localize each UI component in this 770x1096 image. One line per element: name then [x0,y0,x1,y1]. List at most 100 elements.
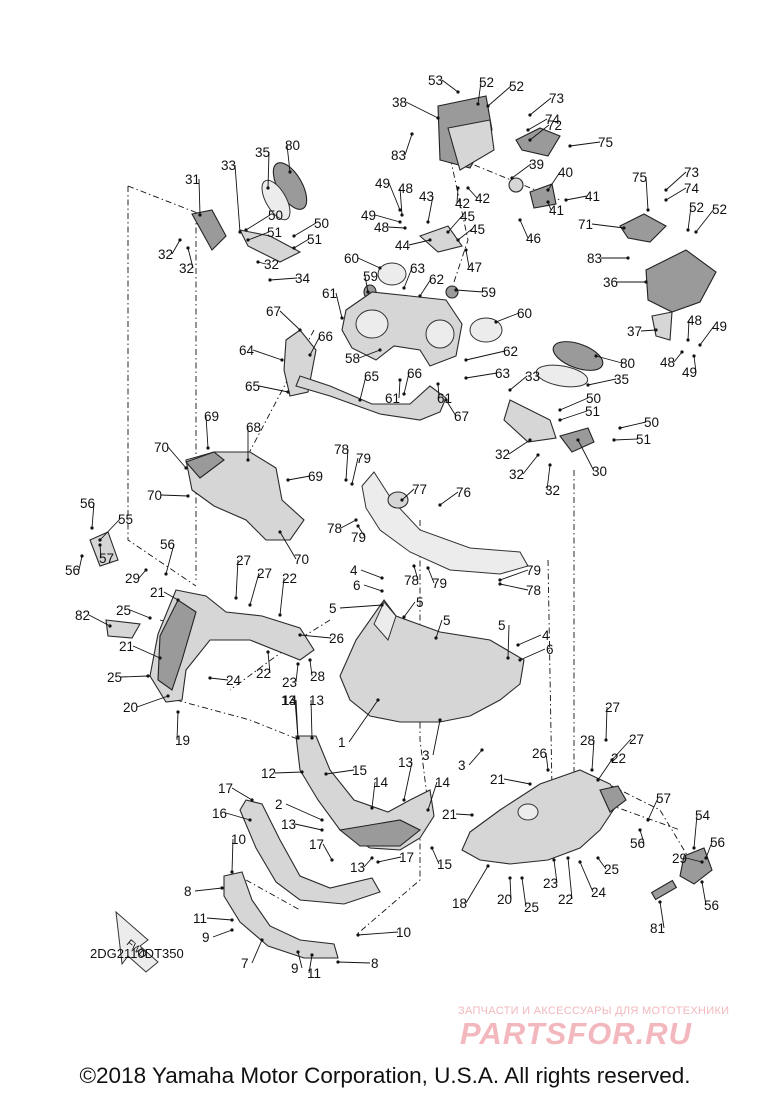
callout-anchor [308,658,312,662]
callout-anchor [310,953,314,957]
callout-37: 37 [627,324,642,339]
callout-23: 23 [282,675,297,690]
callout-anchor [238,230,242,234]
callout-anchor [376,860,380,864]
callout-26: 26 [532,746,547,761]
part-76-screen [361,471,529,575]
callout-12: 12 [261,766,276,781]
callout-50: 50 [586,391,601,406]
watermark: ЗАПЧАСТИ И АКСЕССУАРЫ ДЛЯ МОТОТЕХНИКИ PA… [458,1005,729,1051]
callout-leader [499,569,529,581]
callout-47: 47 [467,260,482,275]
callout-anchor [230,918,234,922]
callout-anchor [280,358,284,362]
callout-anchor [176,710,180,714]
callout-70: 70 [154,440,169,455]
callout-leader [212,929,233,938]
callout-44: 44 [395,238,411,253]
callout-anchor [246,458,250,462]
callout-leader [699,325,715,346]
callout-leader [88,614,111,627]
callout-anchor [418,294,422,298]
callout-leader [559,410,588,421]
callout-leader [363,584,383,592]
callout-75: 75 [632,170,647,185]
callout-leader [447,215,463,233]
callout-leader [401,488,415,501]
callout-anchor [618,426,622,430]
callout-anchor [494,320,498,324]
callout-5: 5 [329,601,337,616]
callout-anchor [576,438,580,442]
callout-leader [441,79,459,93]
callout-leader [138,569,147,579]
callout-anchor [400,498,404,502]
callout-40: 40 [558,165,573,180]
callout-leader [693,814,698,849]
callout-leader [519,219,529,239]
callout-anchor [426,220,430,224]
callout-leader [503,778,531,785]
callout-48: 48 [687,313,702,328]
callout-anchor [402,615,406,619]
callout-anchor [470,813,474,817]
callout-32: 32 [509,467,524,482]
callout-anchor [516,643,520,647]
callout-anchor [366,290,370,294]
callout-42: 42 [475,191,490,206]
callout-6: 6 [353,578,361,593]
callout-41: 41 [585,189,600,204]
callout-anchor [244,228,248,232]
callout-anchor [206,446,210,450]
callout-50: 50 [644,415,659,430]
callout-anchor [108,624,112,628]
callout-14: 14 [435,775,451,790]
callout-5: 5 [443,613,451,628]
callout-anchor [704,856,708,860]
callout-51: 51 [307,232,322,247]
callout-32: 32 [158,247,173,262]
callout-leader [569,141,601,147]
callout-leader [269,277,298,281]
callout-leader [258,385,289,393]
callout-anchor [436,116,440,120]
callout-leader [279,310,301,331]
callout-82: 82 [75,608,90,623]
callout-49: 49 [375,176,390,191]
callout-anchor [412,564,416,568]
callout-anchor [296,736,300,740]
callout-anchor [564,198,568,202]
callout-leader [339,604,383,609]
callout-anchor [508,876,512,880]
callout-anchor [646,818,650,822]
callout-leader [348,699,379,743]
callout-anchor [426,566,430,570]
callout-leader [687,206,692,231]
callout-leader [287,475,311,481]
callout-anchor [464,376,468,380]
callout-67: 67 [266,304,281,319]
callout-anchor [528,438,532,442]
callout-leader [455,813,473,816]
callout-anchor [178,238,182,242]
callout-36: 36 [603,275,618,290]
callout-72: 72 [547,118,562,133]
callout-leader [351,457,359,485]
callout-anchor [320,828,324,832]
callout-leader [508,439,531,455]
callout-11: 11 [307,966,321,981]
callout-anchor [646,208,650,212]
callout-anchor [380,603,384,607]
callout-69: 69 [308,469,323,484]
callout-51: 51 [636,432,651,447]
callout-leader [345,448,349,481]
callout-66: 66 [318,329,333,344]
callout-1: 1 [338,735,346,750]
callout-anchor [356,524,360,528]
callout-anchor [456,238,460,242]
callout-8: 8 [371,956,379,971]
callout-56: 56 [65,563,80,578]
callout-leader [286,144,291,173]
part-60-ring-right [469,317,503,343]
callout-83: 83 [587,251,602,266]
